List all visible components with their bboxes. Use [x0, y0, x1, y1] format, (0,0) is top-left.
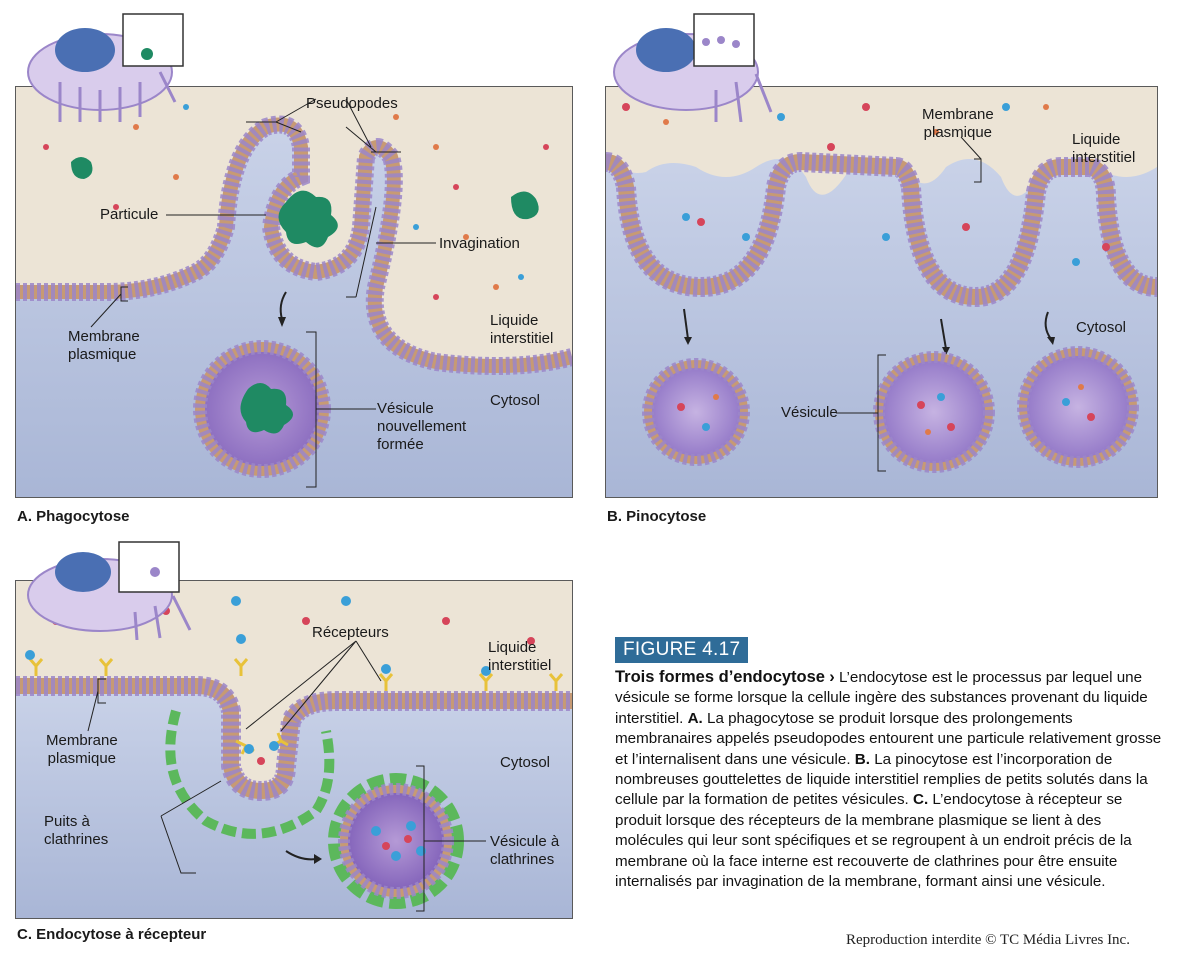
label-membrane-plasmique: Membrane plasmique [46, 732, 118, 767]
label-cytosol: Cytosol [1076, 319, 1127, 336]
label-recepteurs: Récepteurs [312, 624, 389, 641]
cell-thumbnail-c [27, 541, 192, 640]
phagocytose-illustration [16, 87, 572, 497]
label-liquide-interstitiel: Liquide interstitiel [490, 312, 554, 347]
label-vesicule-formee: Vésicule nouvellement formée [377, 400, 467, 453]
caption-endocytose-recepteur: C. Endocytose à récepteur [17, 926, 207, 943]
label-membrane-plasmique: Membrane plasmique [922, 106, 994, 141]
figure-legend: Trois formes d’endocytose › L’endocytose… [615, 667, 1170, 892]
panel-pinocytose: Membrane plasmique Liquide interstitiel … [605, 86, 1158, 498]
legend-label-b: B. [854, 750, 870, 768]
copyright-notice: Reproduction interdite © TC Média Livres… [846, 932, 1130, 948]
label-membrane-plasmique: Membrane plasmique [68, 328, 140, 363]
legend-text-c: L’endocytose à récepteur se produit lors… [615, 791, 1132, 891]
legend-label-c: C. [913, 791, 929, 809]
label-vesicule-clathrines: Vésicule à clathrines [490, 833, 560, 868]
figure-title: Trois formes d’endocytose [615, 668, 825, 686]
label-vesicule: Vésicule [781, 404, 838, 421]
label-cytosol: Cytosol [490, 392, 541, 409]
legend-label-a: A. [687, 709, 703, 727]
cell-thumbnail-a [27, 13, 184, 122]
legend-intro: L’endocytose est le processus par lequel… [615, 669, 1148, 727]
label-cytosol: Cytosol [500, 754, 551, 771]
caption-pinocytose: B. Pinocytose [607, 508, 707, 525]
caption-phagocytose: A. Phagocytose [17, 508, 130, 525]
label-invagination: Invagination [439, 235, 520, 252]
label-liquide-interstitiel: Liquide interstitiel [488, 639, 552, 674]
legend-text-a: La phagocytose se produit lorsque des pr… [615, 709, 1162, 768]
panel-phagocytose: Pseudopodes Particule Invagination Membr… [15, 86, 573, 498]
label-liquide-interstitiel: Liquide interstitiel [1072, 131, 1136, 166]
figure-title-arrow: › [829, 668, 835, 686]
legend-text-b: La pinocytose est l’incorporation de nom… [615, 750, 1148, 809]
label-particule: Particule [100, 206, 159, 223]
label-pseudopodes: Pseudopodes [306, 95, 398, 112]
label-puits-clathrines: Puits à clathrines [44, 813, 109, 848]
pinocytose-illustration [606, 87, 1157, 497]
figure-number-badge: FIGURE 4.17 [615, 637, 749, 663]
cell-thumbnail-b [613, 13, 773, 122]
